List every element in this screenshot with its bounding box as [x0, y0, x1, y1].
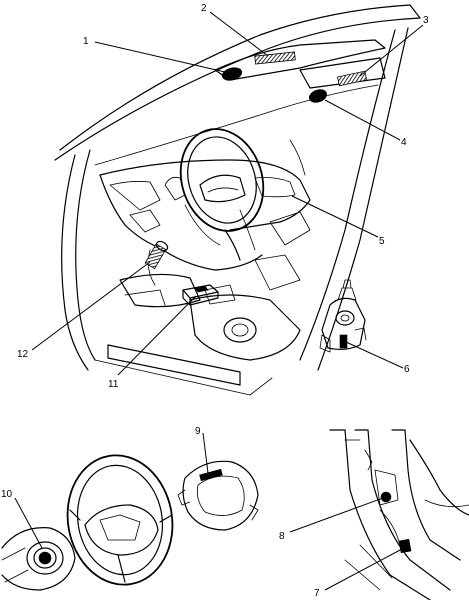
- callout-4: 4: [401, 137, 407, 148]
- callout-12: 12: [17, 349, 29, 360]
- component-8-marker: [380, 491, 392, 503]
- leader-lines: [14, 11, 424, 591]
- component-6-assembly: [319, 279, 367, 353]
- component-9-airbag-module: [177, 460, 259, 531]
- callout-5: 5: [379, 236, 385, 247]
- component-2-marker: [254, 51, 296, 65]
- callout-6: 6: [404, 364, 410, 375]
- callout-7: 7: [314, 588, 320, 599]
- steering-wheel-front-view: [66, 454, 174, 586]
- component-10-airbag-hub: [1, 527, 76, 591]
- callout-2: 2: [201, 3, 207, 14]
- callout-8: 8: [279, 531, 285, 542]
- callout-10: 10: [1, 489, 13, 500]
- component-7-marker: [398, 538, 412, 554]
- callout-11: 11: [108, 379, 119, 390]
- component-11-marker: [182, 284, 219, 306]
- component-3-marker: [336, 70, 368, 87]
- component-1-marker: [221, 67, 243, 81]
- door-pillar-detail-view: [329, 429, 469, 600]
- component-12-marker: [144, 240, 169, 270]
- component-4-marker: [308, 89, 328, 103]
- callout-9: 9: [195, 426, 201, 437]
- callout-3: 3: [423, 15, 429, 26]
- callout-1: 1: [83, 36, 89, 47]
- callout-labels: 1 2 3 4 5 6 7 8 9 10 11 12: [1, 3, 429, 599]
